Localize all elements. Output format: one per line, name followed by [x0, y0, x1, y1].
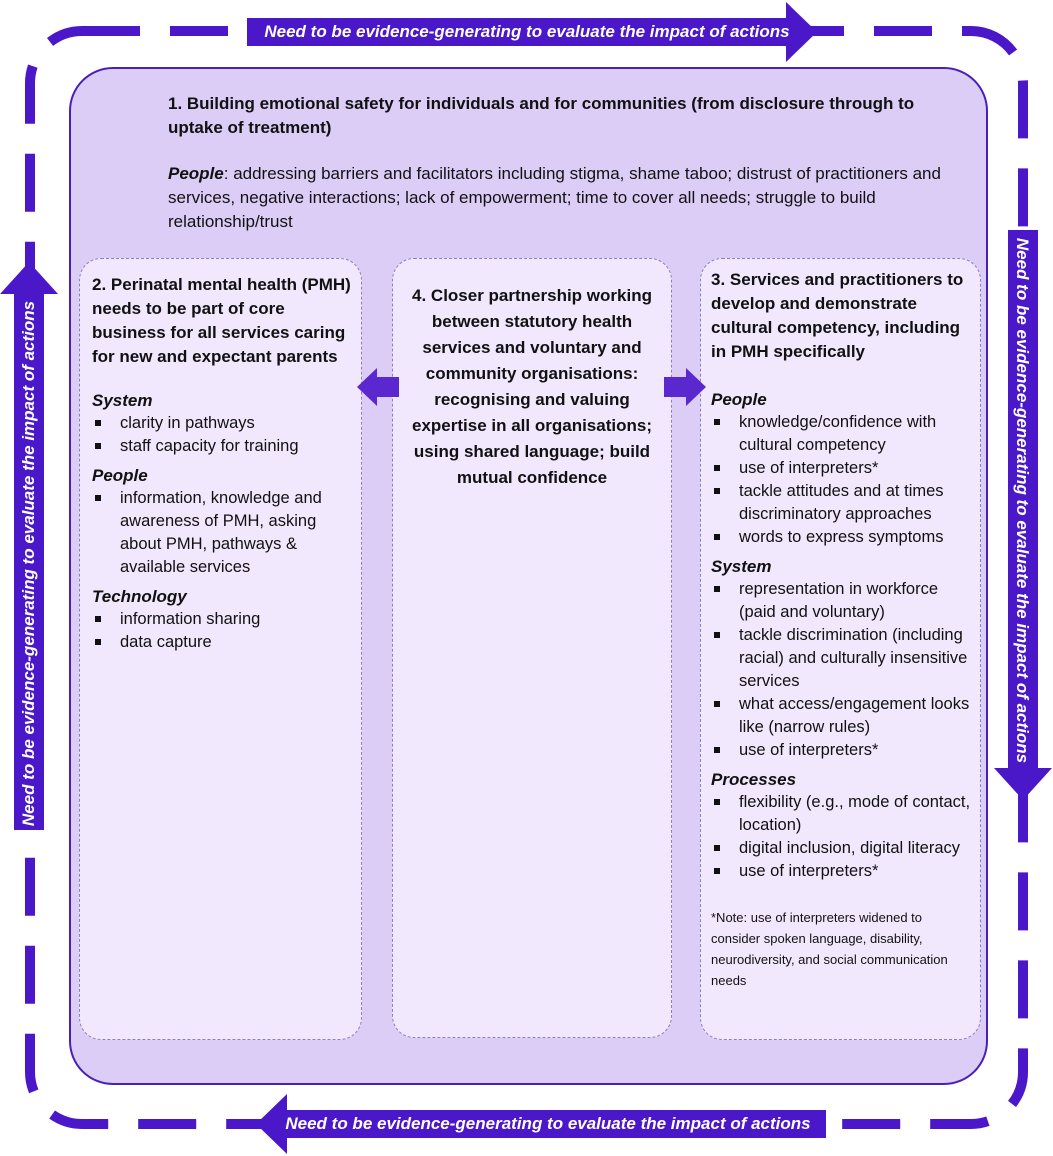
box1-people-text: People: addressing barriers and facilita…	[168, 162, 958, 234]
box3-list-item: use of interpreters*	[711, 860, 972, 883]
bottom-arrow-shape	[256, 1094, 826, 1154]
box2-sections: System clarity in pathways staff capacit…	[92, 389, 351, 654]
box3-list-item: words to express symptoms	[711, 526, 972, 549]
box3-section-heading: People	[711, 390, 767, 409]
box3-section-heading: Processes	[711, 770, 797, 789]
box4-title: 4. Closer partnership working between st…	[412, 286, 652, 487]
box3-title: 3. Services and practitioners to develop…	[711, 270, 964, 361]
box2-list-item: data capture	[92, 631, 351, 654]
box-cultural-competency: 3. Services and practitioners to develop…	[700, 258, 981, 1040]
arrow-left-icon	[357, 368, 399, 406]
box-closer-partnership: 4. Closer partnership working between st…	[392, 258, 672, 1038]
arrow-right-icon	[664, 368, 706, 406]
right-banner-label: Need to be evidence-generating to evalua…	[1011, 230, 1035, 770]
box3-list-item: digital inclusion, digital literacy	[711, 837, 972, 860]
box3-section-heading: System	[711, 557, 772, 576]
box-emotional-safety: 1. Building emotional safety for individ…	[168, 92, 958, 234]
box3-interpreters-note: *Note: use of interpreters widened to co…	[711, 910, 948, 988]
box1-people-body: : addressing barriers and facilitators i…	[168, 164, 941, 231]
top-arrow-shape	[247, 2, 817, 62]
left-arrow-shape	[0, 262, 58, 830]
box2-list-item: staff capacity for training	[92, 435, 351, 458]
box1-people-label: People	[168, 164, 224, 183]
box3-list-item: knowledge/confidence with cultural compe…	[711, 411, 972, 457]
box3-list-item: flexibility (e.g., mode of contact, loca…	[711, 791, 972, 837]
bottom-banner-label: Need to be evidence-generating to evalua…	[285, 1114, 811, 1133]
left-banner-label: Need to be evidence-generating to evalua…	[17, 296, 41, 830]
box2-list-item: information sharing	[92, 608, 351, 631]
box3-list-item: use of interpreters*	[711, 739, 972, 762]
box3-list-item: use of interpreters*	[711, 457, 972, 480]
right-arrow-shape	[994, 230, 1052, 800]
box3-list-item: tackle attitudes and at times discrimina…	[711, 480, 972, 526]
box2-list-item: clarity in pathways	[92, 412, 351, 435]
top-banner-label: Need to be evidence-generating to evalua…	[264, 22, 790, 41]
box1-title: 1. Building emotional safety for individ…	[168, 94, 915, 137]
box2-list-item: information, knowledge and awareness of …	[92, 487, 351, 579]
box3-list-item: tackle discrimination (including racial)…	[711, 624, 972, 693]
box-pmh-core-business: 2. Perinatal mental health (PMH) needs t…	[79, 258, 362, 1040]
right-banner-text: Need to be evidence-generating to evalua…	[1013, 237, 1033, 763]
box2-section-heading: System	[92, 391, 153, 410]
box2-title: 2. Perinatal mental health (PMH) needs t…	[92, 275, 351, 366]
box2-section-heading: Technology	[92, 587, 187, 606]
left-banner-text: Need to be evidence-generating to evalua…	[19, 300, 39, 826]
box3-list-item: what access/engagement looks like (narro…	[711, 693, 972, 739]
box3-list-item: representation in workforce (paid and vo…	[711, 578, 972, 624]
box2-section-heading: People	[92, 466, 148, 485]
